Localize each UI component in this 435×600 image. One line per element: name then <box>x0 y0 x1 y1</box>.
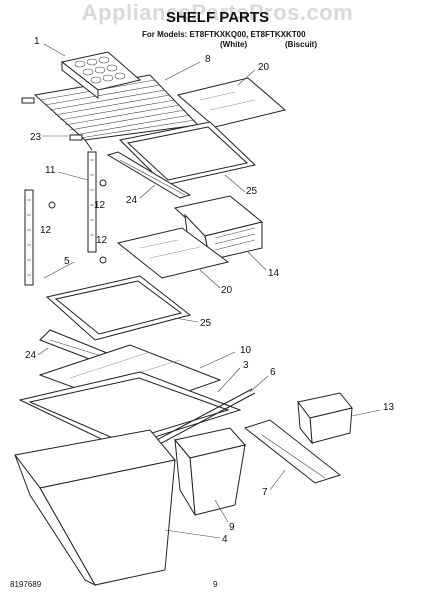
shelf-rail-upper <box>106 151 192 199</box>
callout-12c: 12 <box>96 235 108 246</box>
callout-12b: 12 <box>40 225 52 236</box>
callout-24: 24 <box>126 195 138 206</box>
callout-6: 6 <box>270 367 276 378</box>
wire-shelf-assembly <box>33 74 203 151</box>
shelf-frame-upper <box>118 121 257 186</box>
callout-8: 8 <box>205 54 211 65</box>
callout-23: 23 <box>30 132 42 143</box>
crisper-drawer-right <box>174 427 246 516</box>
crisper-cover-frame <box>18 371 242 449</box>
callout-13: 13 <box>383 402 395 413</box>
callout-20: 20 <box>258 62 270 73</box>
page-number: 9 <box>213 580 218 589</box>
leader-lines <box>37 43 381 539</box>
callout-10: 10 <box>240 345 252 356</box>
callout-5: 5 <box>64 256 70 267</box>
models-line: For Models: ET8FTKXKQ00, ET8FTKXKT00 <box>142 30 306 39</box>
crisper-drawer-left <box>14 429 176 587</box>
callout-25b: 25 <box>200 318 212 329</box>
vertical-track-right <box>87 151 97 253</box>
egg-tray <box>60 51 142 100</box>
small-bin <box>297 392 353 445</box>
callout-3: 3 <box>243 360 249 371</box>
shelf-frame-lower <box>45 275 192 341</box>
glass-shelf-insert-upper <box>176 77 287 128</box>
glass-shelf-insert-lower <box>116 227 230 279</box>
drawer-slide-rail <box>243 419 342 484</box>
callout-9: 9 <box>229 522 235 533</box>
shelf-roller-23 <box>21 97 83 141</box>
callout-20b: 20 <box>221 285 233 296</box>
callout-25: 25 <box>246 186 258 197</box>
color-white-label: (White) <box>220 40 248 49</box>
color-biscuit-label: (Biscuit) <box>285 40 317 49</box>
screw-12 <box>48 179 107 264</box>
document-number: 8197689 <box>10 580 42 589</box>
deli-drawer <box>173 195 264 262</box>
callout-7: 7 <box>262 487 268 498</box>
callout-1: 1 <box>34 36 40 47</box>
page-title: SHELF PARTS <box>165 9 270 26</box>
callout-12: 12 <box>94 200 106 211</box>
watermark-text: AppliancePartsPros.com <box>81 0 354 25</box>
callout-24b: 24 <box>25 350 37 361</box>
callout-14: 14 <box>268 268 280 279</box>
vertical-track-left <box>24 189 34 286</box>
callout-11: 11 <box>45 165 56 176</box>
callout-4: 4 <box>222 534 228 545</box>
